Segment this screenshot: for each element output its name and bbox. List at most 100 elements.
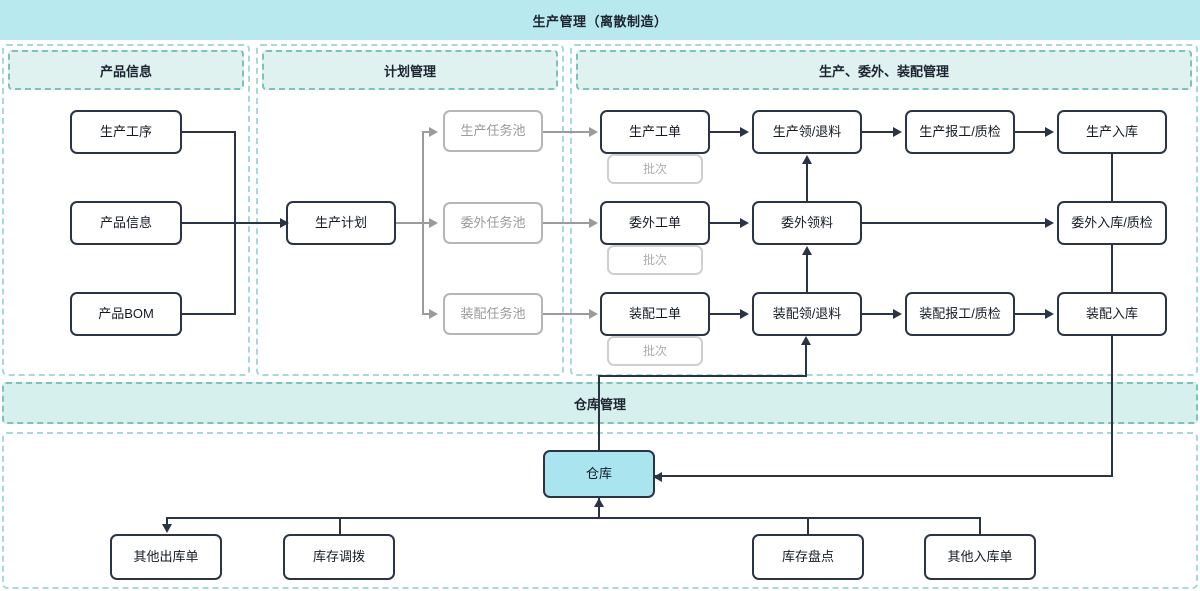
node-label: 批次 bbox=[642, 252, 667, 267]
node-production-task-pool[interactable]: 生产任务池 bbox=[443, 110, 543, 152]
node-production-work-order[interactable]: 生产工单 bbox=[600, 110, 710, 154]
connector-stockin-chain-1 bbox=[1111, 154, 1113, 201]
connector-asmissue-to-report bbox=[862, 313, 895, 315]
node-label: 装配领/退料 bbox=[772, 306, 842, 322]
arrow-asmissue-to-outissue bbox=[801, 246, 812, 255]
node-other-outbound-order[interactable]: 其他出库单 bbox=[110, 534, 222, 580]
node-outsourcing-task-pool[interactable]: 委外任务池 bbox=[443, 202, 543, 244]
node-label: 委外入库/质检 bbox=[1071, 215, 1153, 231]
connector-bus-to-other-outbound bbox=[166, 517, 168, 526]
connector-pool-asm-stub bbox=[422, 313, 431, 315]
connector-prodreport-to-stockin bbox=[1015, 131, 1047, 133]
node-other-inbound-order[interactable]: 其他入库单 bbox=[924, 534, 1036, 580]
connector-prodwo-to-issue bbox=[710, 131, 742, 133]
node-outsourcing-issue[interactable]: 委外领料 bbox=[752, 201, 862, 245]
node-batch-assembly[interactable]: 批次 bbox=[607, 336, 703, 366]
arrow-prodwo-to-issue bbox=[740, 126, 749, 137]
node-production-issue-return[interactable]: 生产领/退料 bbox=[752, 110, 862, 154]
section-header-planning: 计划管理 bbox=[262, 50, 558, 90]
connector-asmreport-to-stockin bbox=[1015, 313, 1047, 315]
connector-stockin-chain-2 bbox=[1111, 245, 1113, 292]
section-header-execution: 生产、委外、装配管理 bbox=[576, 50, 1192, 90]
connector-bom-stub bbox=[182, 313, 236, 315]
node-label: 库存盘点 bbox=[781, 549, 834, 565]
node-outsourcing-stock-in-qc[interactable]: 委外入库/质检 bbox=[1057, 201, 1167, 245]
connector-other-inbound-up bbox=[979, 517, 981, 534]
connector-outwo-to-issue bbox=[710, 222, 742, 224]
node-label: 生产报工/质检 bbox=[919, 124, 1001, 140]
connector-asmpool-to-wo bbox=[543, 313, 591, 315]
connector-stock-count-up bbox=[807, 517, 809, 534]
arrow-to-assembly-pool bbox=[429, 308, 438, 319]
arrow-outpool-to-wo bbox=[589, 217, 598, 228]
node-label: 其他入库单 bbox=[947, 549, 1013, 565]
node-production-stock-in[interactable]: 生产入库 bbox=[1057, 110, 1167, 154]
node-assembly-stock-in[interactable]: 装配入库 bbox=[1057, 292, 1167, 336]
arrow-prodreport-to-stockin bbox=[1045, 126, 1054, 137]
node-label: 仓库 bbox=[585, 466, 612, 482]
arrow-warehouse-to-asmissue bbox=[800, 336, 811, 345]
section-header-warehouse: 仓库管理 bbox=[2, 382, 1198, 424]
node-label: 委外任务池 bbox=[460, 215, 526, 231]
node-stock-transfer[interactable]: 库存调拨 bbox=[283, 534, 395, 580]
arrow-asmissue-to-report bbox=[893, 308, 902, 319]
node-label: 委外工单 bbox=[628, 215, 681, 231]
node-product-info[interactable]: 产品信息 bbox=[70, 201, 182, 245]
node-label: 生产计划 bbox=[314, 215, 367, 231]
node-production-report-qc[interactable]: 生产报工/质检 bbox=[905, 110, 1015, 154]
node-label: 批次 bbox=[642, 161, 667, 176]
node-label: 批次 bbox=[642, 343, 667, 358]
arrow-to-outsourcing-pool bbox=[429, 217, 438, 228]
panel-product-info bbox=[2, 44, 250, 376]
connector-warehouse-top-stub bbox=[598, 375, 600, 450]
connector-warehouse-bottom-bus bbox=[166, 517, 980, 519]
node-outsourcing-work-order[interactable]: 委外工单 bbox=[600, 201, 710, 245]
panel-warehouse bbox=[2, 432, 1198, 589]
arrow-bus-to-warehouse-hub bbox=[593, 498, 604, 507]
connector-process-stub bbox=[182, 131, 236, 133]
arrow-asmreport-to-stockin bbox=[1045, 308, 1054, 319]
node-label: 生产工序 bbox=[99, 124, 152, 140]
node-label: 其他出库单 bbox=[133, 549, 199, 565]
arrow-to-production-pool bbox=[429, 126, 438, 137]
section-header-product-info: 产品信息 bbox=[8, 50, 244, 90]
node-label: 生产工单 bbox=[628, 124, 681, 140]
diagram-title-banner: 生产管理（离散制造） bbox=[0, 0, 1200, 40]
node-assembly-report-qc[interactable]: 装配报工/质检 bbox=[905, 292, 1015, 336]
node-label: 生产入库 bbox=[1085, 124, 1138, 140]
node-label: 装配入库 bbox=[1085, 306, 1138, 322]
panel-execution bbox=[570, 44, 1198, 376]
connector-pool-prod-stub bbox=[422, 131, 431, 133]
connector-asmissue-up bbox=[806, 254, 808, 292]
node-label: 产品信息 bbox=[99, 215, 152, 231]
node-label: 装配工单 bbox=[628, 306, 681, 322]
node-batch-production[interactable]: 批次 bbox=[607, 154, 703, 184]
node-production-plan[interactable]: 生产计划 bbox=[286, 201, 396, 245]
node-stock-count[interactable]: 库存盘点 bbox=[752, 534, 864, 580]
node-label: 库存调拨 bbox=[312, 549, 365, 565]
connector-prodissue-to-report bbox=[862, 131, 895, 133]
node-production-process[interactable]: 生产工序 bbox=[70, 110, 182, 154]
section-label: 产品信息 bbox=[99, 63, 152, 79]
connector-stockin-chain-3 bbox=[1111, 336, 1113, 477]
node-assembly-work-order[interactable]: 装配工单 bbox=[600, 292, 710, 336]
node-assembly-issue-return[interactable]: 装配领/退料 bbox=[752, 292, 862, 336]
arrow-product-to-plan bbox=[280, 217, 289, 228]
arrow-prodpool-to-wo bbox=[589, 126, 598, 137]
section-label: 计划管理 bbox=[383, 63, 436, 79]
section-label: 生产、委外、装配管理 bbox=[818, 63, 949, 79]
node-assembly-task-pool[interactable]: 装配任务池 bbox=[443, 293, 543, 335]
node-warehouse-hub[interactable]: 仓库 bbox=[543, 450, 655, 498]
arrow-asmpool-to-wo bbox=[589, 308, 598, 319]
arrow-stockin-to-warehouse bbox=[653, 471, 662, 482]
connector-warehouse-hub-down bbox=[598, 498, 600, 518]
connector-product-to-plan bbox=[182, 222, 286, 224]
connector-asmwo-to-issue bbox=[710, 313, 742, 315]
node-label: 装配任务池 bbox=[460, 306, 526, 322]
connector-outissue-to-stockin bbox=[862, 222, 1047, 224]
arrow-asmwo-to-issue bbox=[740, 308, 749, 319]
node-label: 产品BOM bbox=[98, 306, 154, 322]
arrow-outwo-to-issue bbox=[740, 217, 749, 228]
node-product-bom[interactable]: 产品BOM bbox=[70, 292, 182, 336]
node-batch-outsourcing[interactable]: 批次 bbox=[607, 245, 703, 275]
